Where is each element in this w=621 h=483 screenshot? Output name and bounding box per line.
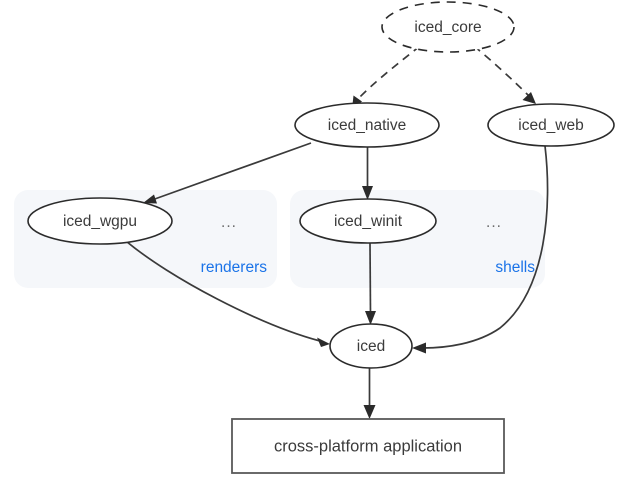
node-iced-core-label: iced_core (414, 19, 481, 36)
edge-iced-winit-to-iced-arrow (365, 311, 376, 325)
edge-iced-native-to-iced-winit-arrow (362, 186, 373, 200)
node-iced-web[interactable]: iced_web (487, 103, 615, 147)
shells-ellipsis: ... (486, 214, 502, 231)
node-cross-platform-application-label: cross-platform application (274, 437, 462, 455)
edge-iced-native-to-iced-wgpu (143, 142, 312, 204)
renderers-ellipsis: ... (221, 214, 237, 231)
edge-iced-to-app (363, 368, 376, 419)
node-iced-winit-label: iced_winit (334, 213, 403, 230)
cluster-renderers-label: renderers (201, 259, 268, 276)
edge-iced-core-to-iced-web-line (473, 45, 530, 97)
edge-iced-native-to-iced-winit (362, 147, 373, 200)
edge-iced-to-app-arrow (363, 405, 376, 419)
node-iced-label: iced (357, 338, 385, 355)
edge-iced-web-to-iced-arrow (412, 342, 426, 354)
edge-iced-core-to-iced-native (352, 45, 421, 109)
node-iced-winit-ellipse[interactable] (299, 198, 437, 244)
node-cross-platform-application-rect[interactable] (231, 418, 505, 474)
edge-iced-core-to-iced-native-line (356, 45, 421, 101)
node-iced-web-label: iced_web (518, 117, 584, 134)
node-iced-native-ellipse[interactable] (294, 102, 440, 148)
edge-iced-winit-to-iced-line (369, 242, 372, 316)
cluster-shells-label: shells (495, 259, 535, 276)
node-iced-ellipse[interactable] (329, 323, 413, 369)
edge-iced-native-to-iced-wgpu-line (151, 142, 312, 201)
node-iced-wgpu-ellipse[interactable] (27, 197, 173, 245)
edge-iced-native-to-iced-wgpu-arrow (143, 194, 157, 204)
edge-iced-wgpu-to-iced (125, 240, 330, 347)
edge-iced-core-to-iced-web-arrow (522, 92, 536, 104)
node-iced-native[interactable]: iced_native (294, 102, 440, 148)
node-iced-web-ellipse[interactable] (487, 103, 615, 147)
edge-iced-wgpu-to-iced-line (125, 240, 321, 342)
node-iced-core[interactable]: iced_core (381, 1, 515, 53)
edge-iced-core-to-iced-web (473, 45, 536, 104)
edge-iced-web-to-iced (412, 145, 549, 354)
node-iced-wgpu[interactable]: iced_wgpu (27, 197, 173, 245)
node-iced-native-label: iced_native (328, 117, 406, 134)
node-iced-wgpu-label: iced_wgpu (63, 213, 137, 230)
node-iced[interactable]: iced (329, 323, 413, 369)
edge-iced-web-to-iced-line (422, 145, 549, 349)
node-iced-winit[interactable]: iced_winit (299, 198, 437, 244)
edge-iced-winit-to-iced (365, 242, 376, 325)
edge-iced-wgpu-to-iced-arrow (317, 337, 330, 347)
node-iced-core-ellipse[interactable] (381, 1, 515, 53)
node-cross-platform-application[interactable]: cross-platform application (231, 418, 505, 474)
